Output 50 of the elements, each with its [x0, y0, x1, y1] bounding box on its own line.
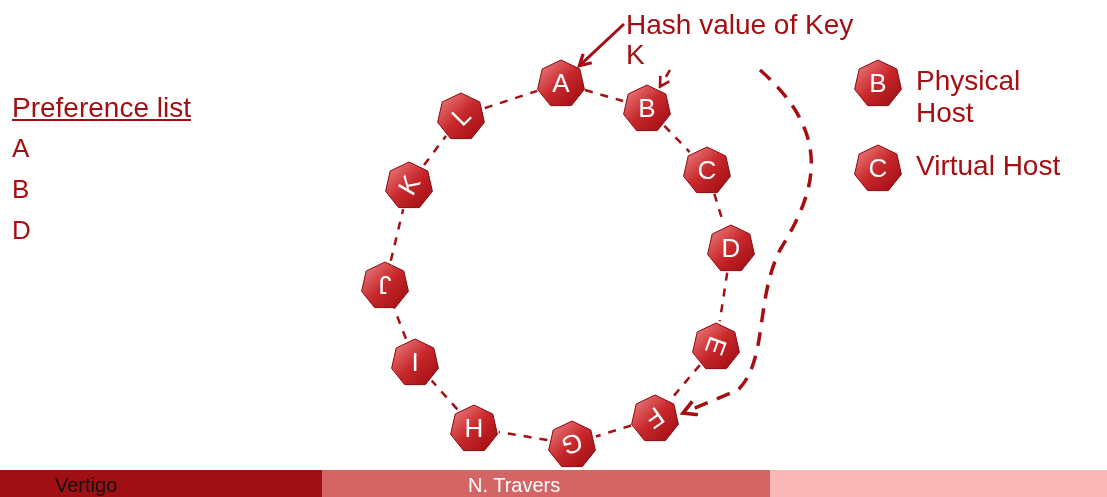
ring-connector	[423, 135, 447, 166]
host-heptagon	[390, 337, 440, 387]
list-item: D	[12, 215, 31, 246]
ring-connector	[663, 125, 691, 153]
arrow	[681, 68, 813, 417]
ring-connector	[718, 272, 729, 322]
node-letter: C	[696, 154, 718, 187]
heading: Preference list	[12, 92, 191, 124]
host-heptagon	[630, 393, 680, 443]
host-heptagon	[622, 83, 672, 133]
ring-connector	[595, 424, 632, 438]
ring-connector	[498, 430, 548, 442]
host-heptagon	[436, 91, 486, 141]
ring-connector	[389, 209, 405, 261]
node-letter: L	[444, 99, 478, 134]
host-heptagon	[853, 58, 903, 108]
ring-connector	[584, 88, 624, 103]
ring-connector	[430, 379, 459, 411]
node-letter: D	[720, 232, 742, 265]
footer-text: N. Travers	[468, 474, 561, 497]
node-letter: J	[377, 269, 393, 302]
arrow	[577, 22, 626, 68]
host-heptagon	[360, 260, 410, 310]
host-heptagon	[547, 419, 597, 469]
node-letter: E	[697, 331, 735, 362]
ring-connector	[392, 307, 408, 340]
legend-text: Physical Host	[916, 65, 1022, 129]
host-heptagon	[384, 160, 434, 210]
node-letter: F	[638, 400, 672, 437]
node-letter: I	[410, 346, 420, 379]
node-letter: B	[868, 67, 888, 100]
node-letter: H	[463, 412, 485, 445]
node-letter: G	[557, 425, 587, 464]
arrow	[658, 69, 672, 88]
ring-connector	[484, 89, 538, 110]
host-heptagon	[536, 58, 586, 108]
host-heptagon	[449, 403, 499, 453]
list-item: A	[12, 133, 30, 164]
node-letter: A	[551, 67, 571, 100]
legend-text: Virtual Host	[916, 150, 1062, 182]
node-letter: C	[867, 152, 889, 185]
host-heptagon	[853, 143, 903, 193]
node-letter: B	[637, 92, 657, 125]
node-letter: K	[390, 169, 428, 202]
host-heptagon	[691, 321, 741, 371]
host-heptagon	[706, 223, 756, 273]
key-hash-label: Hash value of Key K	[626, 10, 860, 70]
footer-text: Vertigo	[55, 474, 118, 497]
list-item: B	[12, 174, 30, 205]
host-heptagon	[682, 145, 732, 195]
